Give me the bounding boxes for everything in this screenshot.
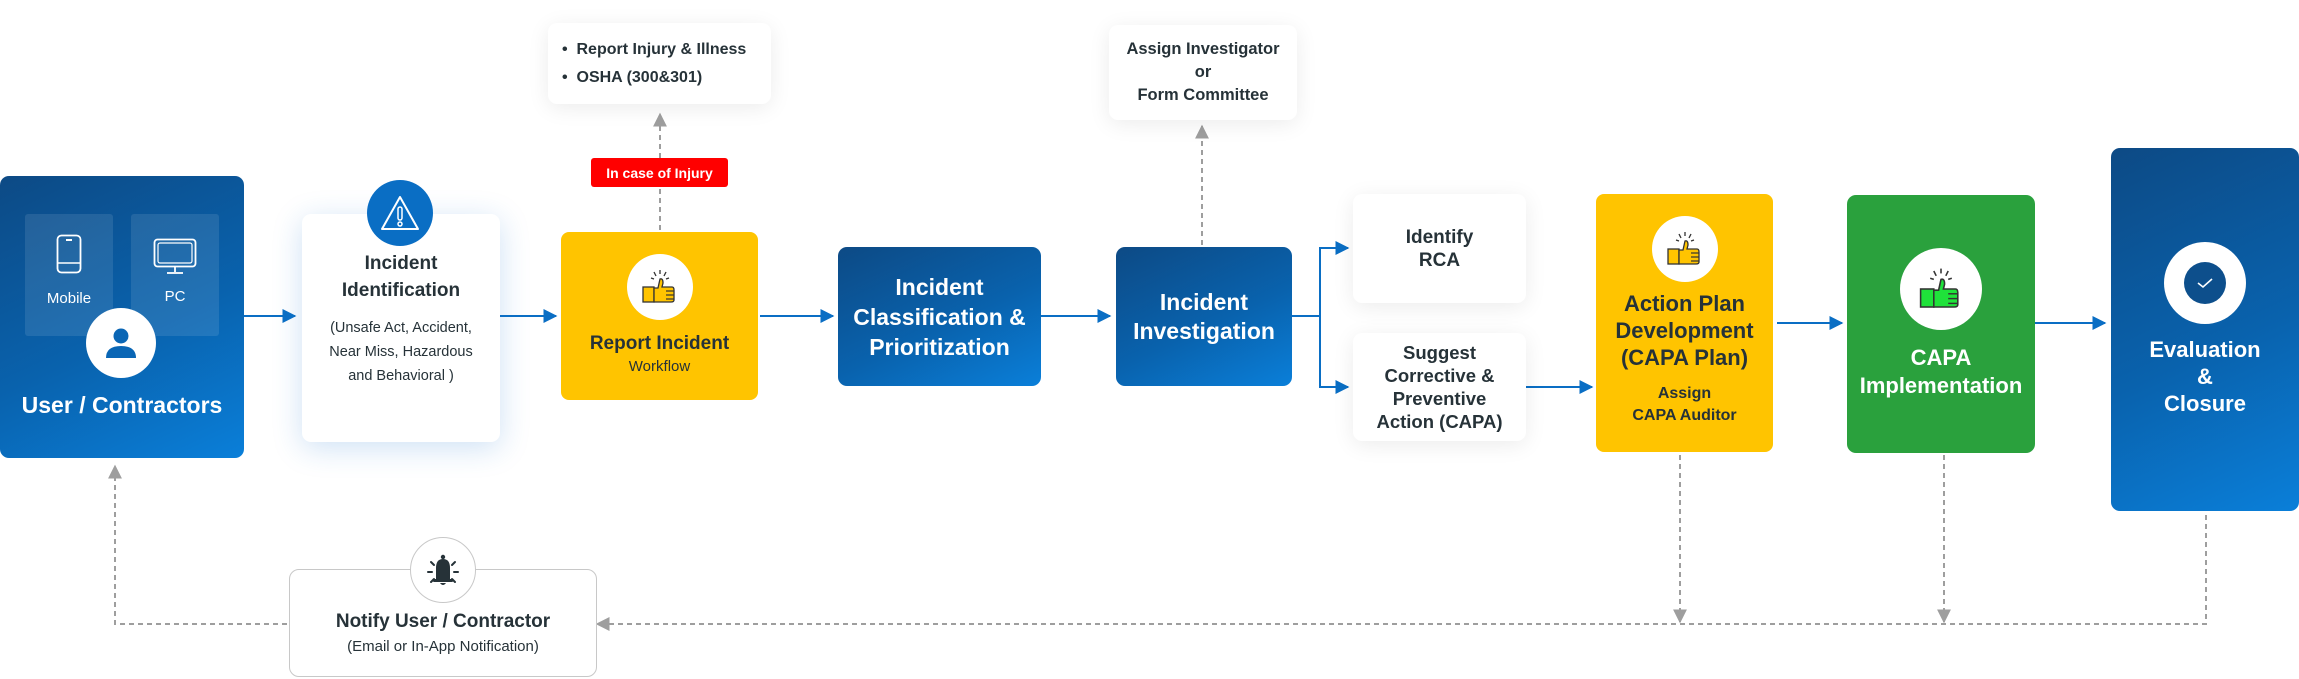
mobile-phone-icon [56, 234, 82, 274]
rca-line2: RCA [1418, 249, 1461, 271]
implementation-line2: Implementation [1859, 373, 2023, 398]
evaluation-closure-box[interactable]: Evaluation & Closure [2111, 148, 2299, 511]
arrow-investigation-to-capa [1319, 316, 1350, 394]
device-pc: PC [131, 214, 219, 336]
action-plan-line2: Development [1615, 318, 1754, 343]
incident-classification-box[interactable]: Incident Classification & Prioritization [838, 247, 1041, 386]
investigation-line2: Investigation [1133, 317, 1275, 344]
osha-note-box: • Report Injury & Illness • OSHA (300&30… [548, 23, 771, 104]
osha-item-1: • Report Injury & Illness [562, 41, 747, 58]
warning-icon [367, 180, 433, 246]
identify-rca-box[interactable]: Identify RCA [1353, 194, 1526, 303]
injury-badge: In case of Injury [591, 158, 728, 187]
osha-item-2: • OSHA (300&301) [562, 69, 703, 86]
suggest-capa-box[interactable]: Suggest Corrective & Preventive Action (… [1353, 333, 1526, 441]
desktop-monitor-icon [153, 238, 197, 274]
device-label-pc: PC [164, 288, 186, 305]
capa-implementation-box[interactable]: CAPA Implementation [1847, 195, 2035, 453]
action-plan-line3: (CAPA Plan) [1620, 345, 1749, 370]
capa-line3: Preventive [1392, 388, 1487, 409]
identification-desc-line2: Near Miss, Hazardous [329, 344, 473, 360]
report-incident-box[interactable]: Report Incident Workflow [561, 232, 758, 400]
identification-desc-line3: and Behavioral ) [348, 368, 454, 384]
capa-line2: Corrective & [1384, 365, 1495, 386]
report-incident-title: Report Incident [589, 333, 730, 354]
dashed-arrow-evaluation-to-notify [595, 515, 2207, 631]
implementation-line1: CAPA [1910, 345, 1972, 370]
action-plan-line1: Action Plan [1623, 291, 1745, 316]
device-label-mobile: Mobile [46, 290, 92, 307]
bell-icon [410, 537, 476, 603]
identification-title-line1: Incident [364, 253, 438, 274]
user-contractors-title: User / Contractors [21, 392, 223, 418]
assign-line1: Assign Investigator [1126, 40, 1280, 58]
incident-identification-box[interactable]: Incident Identification (Unsafe Act, Acc… [302, 214, 500, 442]
classification-line2: Classification & [853, 303, 1026, 330]
incident-investigation-box[interactable]: Incident Investigation [1116, 247, 1292, 386]
user-contractors-box[interactable]: Mobile PC User / Contractors [0, 176, 244, 458]
user-icon [86, 308, 156, 378]
classification-line3: Prioritization [869, 333, 1010, 360]
notify-subtitle: (Email or In-App Notification) [347, 638, 539, 655]
assign-line3: Form Committee [1137, 86, 1269, 104]
evaluation-line1: Evaluation [2149, 337, 2261, 362]
thumbs-up-icon [626, 254, 693, 320]
investigation-line1: Incident [1159, 288, 1249, 315]
assign-line2: or [1194, 63, 1212, 81]
identification-title-line2: Identification [341, 280, 461, 301]
classification-line1: Incident [895, 273, 984, 300]
evaluation-line2: & [2197, 364, 2213, 389]
action-plan-sub1: Assign [1657, 385, 1712, 402]
checkmark-icon [2164, 242, 2246, 324]
dashed-arrow-notify-to-user [108, 464, 287, 625]
arrow-investigation-to-rca [1292, 241, 1350, 317]
notify-title: Notify User / Contractor [335, 611, 551, 632]
rca-line1: Identify [1405, 226, 1474, 248]
thumbs-up-icon [1651, 216, 1718, 282]
capa-line4: Action (CAPA) [1376, 411, 1503, 432]
report-incident-subtitle: Workflow [628, 358, 691, 375]
assign-investigator-box: Assign Investigator or Form Committee [1109, 25, 1297, 120]
thumbs-up-icon [1900, 248, 1982, 330]
action-plan-box[interactable]: Action Plan Development (CAPA Plan) Assi… [1596, 194, 1773, 452]
action-plan-sub2: CAPA Auditor [1632, 407, 1737, 424]
identification-desc-line1: (Unsafe Act, Accident, [330, 320, 472, 336]
evaluation-line3: Closure [2164, 391, 2246, 416]
capa-line1: Suggest [1403, 342, 1476, 363]
